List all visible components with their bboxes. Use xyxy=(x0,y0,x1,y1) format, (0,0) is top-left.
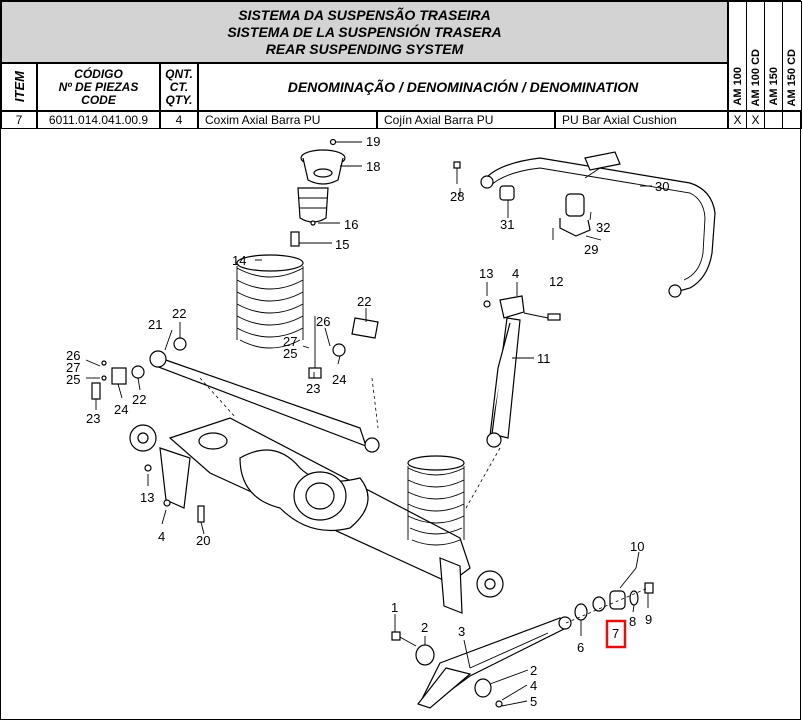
title-en: REAR SUSPENDING SYSTEM xyxy=(265,40,464,57)
row-mark-am150cd xyxy=(782,111,802,129)
callout: 30 xyxy=(655,179,669,194)
title-es: SISTEMA DE LA SUSPENSIÓN TRASERA xyxy=(227,23,502,40)
callout: 2 xyxy=(530,663,537,678)
callout: 20 xyxy=(196,533,210,548)
coil-spring-upper xyxy=(236,254,304,349)
callout: 12 xyxy=(549,274,563,289)
callout: 27 xyxy=(66,360,80,375)
callout: 23 xyxy=(86,411,100,426)
header-qty: QNT. CT. QTY. xyxy=(160,63,198,111)
callout: 5 xyxy=(530,694,537,709)
callout: 14 xyxy=(232,253,246,268)
header-qty-line: CT. xyxy=(169,79,189,94)
callout: 4 xyxy=(530,678,537,693)
callout: 27 xyxy=(283,334,297,349)
callout: 25 xyxy=(66,372,80,387)
header-item-label: ITEM xyxy=(11,71,27,103)
row-mark-am150 xyxy=(764,111,783,129)
model-col-am150: AM 150 xyxy=(764,1,783,111)
bolt-15 xyxy=(290,231,332,247)
row-code: 6011.014.041.00.9 xyxy=(37,111,160,129)
axle-housing xyxy=(129,377,504,614)
lower-control-arm xyxy=(391,567,654,709)
callout: 23 xyxy=(306,381,320,396)
model-label: AM 150 xyxy=(767,67,780,106)
header-code: CÓDIGO Nº DE PIEZAS CODE xyxy=(37,63,160,111)
callout: 32 xyxy=(596,220,610,235)
model-label: AM 100 xyxy=(731,67,744,106)
title-block: SISTEMA DA SUSPENSÃO TRASEIRA SISTEMA DE… xyxy=(1,1,728,63)
callout: 16 xyxy=(344,217,358,232)
row-name-en: PU Bar Axial Cushion xyxy=(555,111,728,129)
model-col-am100cd: AM 100 CD xyxy=(746,1,765,111)
callout: 24 xyxy=(114,402,128,417)
header-code-line: CÓDIGO xyxy=(74,66,123,81)
callout: 22 xyxy=(132,392,146,407)
callout: 25 xyxy=(283,346,297,361)
strut-mount-top xyxy=(300,138,362,185)
model-col-am100: AM 100 xyxy=(728,1,747,111)
header-item: ITEM xyxy=(1,63,37,111)
callout: 24 xyxy=(332,372,346,387)
exploded-diagram: 19 18 16 15 14 28 31 30 32 29 13 4 12 11… xyxy=(66,134,716,709)
row-item: 7 xyxy=(1,111,37,129)
callout: 13 xyxy=(140,490,154,505)
callout: 3 xyxy=(458,624,465,639)
callout-highlighted: 7 xyxy=(612,626,619,641)
callout: 13 xyxy=(479,266,493,281)
row-name-pt: Coxim Axial Barra PU xyxy=(198,111,377,129)
callout: 10 xyxy=(630,539,644,554)
row-qty: 4 xyxy=(160,111,198,129)
callout: 21 xyxy=(148,317,162,332)
callout: 4 xyxy=(158,529,165,544)
callout: 22 xyxy=(357,294,371,309)
row-mark-am100cd: X xyxy=(746,111,765,129)
callout: 28 xyxy=(450,189,464,204)
callout: 9 xyxy=(645,612,652,627)
callout: 15 xyxy=(335,237,349,252)
title-pt: SISTEMA DA SUSPENSÃO TRASEIRA xyxy=(238,6,491,23)
callout: 22 xyxy=(172,306,186,321)
header-denomination-label: DENOMINAÇÃO / DENOMINACIÓN / DENOMINATIO… xyxy=(287,78,639,95)
stabilizer-bar xyxy=(453,151,716,298)
header-code-line: CODE xyxy=(81,92,116,107)
callout: 2 xyxy=(421,620,428,635)
row-mark-am100: X xyxy=(728,111,747,129)
callout: 29 xyxy=(584,242,598,257)
callout: 19 xyxy=(366,134,380,149)
callout: 11 xyxy=(537,351,551,366)
model-label: AM 150 CD xyxy=(786,48,798,106)
highlight-box xyxy=(605,619,627,649)
callout: 26 xyxy=(316,314,330,329)
model-col-am150cd: AM 150 CD xyxy=(782,1,802,111)
shock-absorber xyxy=(483,295,561,448)
bump-stop xyxy=(297,187,340,226)
callout: 8 xyxy=(629,614,636,629)
header-denomination: DENOMINAÇÃO / DENOMINACIÓN / DENOMINATIO… xyxy=(198,63,728,111)
callout: 4 xyxy=(512,266,519,281)
header-code-line: Nº DE PIEZAS xyxy=(58,79,139,94)
callout: 26 xyxy=(66,348,80,363)
header-qty-line: QNT. xyxy=(165,66,193,81)
callout-labels: 19 18 16 15 14 28 31 30 32 29 13 4 12 11… xyxy=(66,134,669,709)
model-label: AM 100 CD xyxy=(749,48,762,106)
callout: 1 xyxy=(391,600,398,615)
coil-spring-lower xyxy=(407,455,465,546)
callout: 18 xyxy=(366,159,380,174)
callout: 31 xyxy=(500,217,514,232)
header-qty-line: QTY. xyxy=(165,92,193,107)
callout: 6 xyxy=(577,640,584,655)
row-name-es: Cojín Axial Barra PU xyxy=(377,111,555,129)
leader-lines xyxy=(85,185,652,707)
